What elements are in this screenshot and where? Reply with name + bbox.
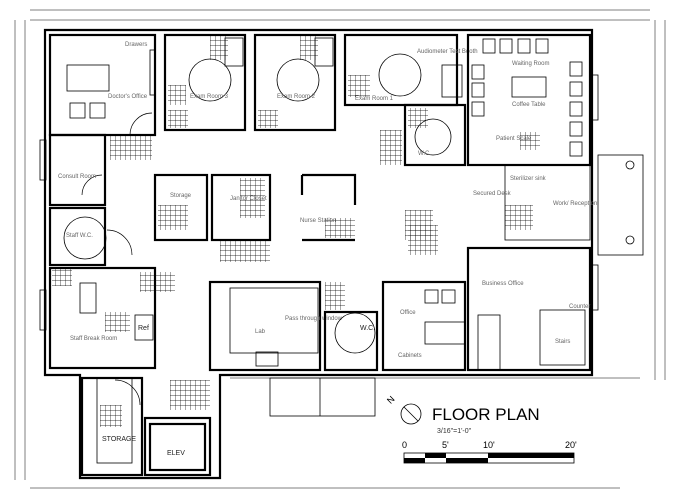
room-consult: Consult Room bbox=[48, 133, 152, 207]
scale-bar: 0 5' 10' 20' bbox=[402, 440, 577, 464]
label-counter: Counter bbox=[569, 304, 590, 310]
label-exam-room-1: Exam Room 1 bbox=[355, 96, 394, 102]
room-doctors-office: Doctor's Office Drawers bbox=[48, 33, 157, 137]
room-storage: STORAGE bbox=[80, 376, 144, 477]
north-label: N bbox=[385, 394, 397, 406]
label-audiometer: Audiometer Test Booth bbox=[417, 49, 478, 55]
dimension-lines bbox=[14, 9, 666, 489]
label-lab: Lab bbox=[255, 329, 266, 335]
room-wc-lower: W.C. bbox=[323, 282, 379, 372]
room-office: Office Cabinets bbox=[381, 280, 467, 372]
scale-tick-0: 0 bbox=[402, 440, 407, 450]
exterior-walls bbox=[39, 28, 599, 480]
room-staff-break: Ref Staff Break Room bbox=[48, 266, 175, 370]
room-exam-3: Exam Room 3 bbox=[163, 33, 247, 132]
label-pass-through: Pass through window bbox=[285, 316, 343, 322]
scale-tick-10: 10' bbox=[483, 440, 495, 450]
room-business-office: Business Office Stairs Counter bbox=[466, 246, 592, 372]
north-arrow: N bbox=[385, 394, 422, 425]
entrance-stoop bbox=[269, 154, 644, 417]
label-drawers: Drawers bbox=[125, 42, 147, 48]
room-storage-closet: Storage bbox=[153, 173, 209, 242]
label-ref: Ref bbox=[138, 325, 149, 332]
label-staff-break-room: Staff Break Room bbox=[70, 336, 117, 342]
label-stairs: Stairs bbox=[555, 339, 570, 345]
plan-title: FLOOR PLAN bbox=[432, 405, 540, 424]
label-office: Office bbox=[400, 310, 416, 316]
room-janitor: Janitor Closet bbox=[210, 173, 272, 262]
label-secured-desk: Secured Desk bbox=[473, 191, 512, 197]
room-staff-wc: Staff W.C. bbox=[48, 206, 133, 267]
label-business-office: Business Office bbox=[482, 281, 524, 287]
room-lab: Lab Pass through window bbox=[208, 280, 343, 372]
room-elevator: ELEV bbox=[143, 380, 212, 477]
scale-tick-5: 5' bbox=[442, 440, 449, 450]
scale-note: 3/16"=1'-0" bbox=[437, 428, 472, 435]
label-elev: ELEV bbox=[167, 450, 185, 457]
scale-tick-20: 20' bbox=[565, 440, 577, 450]
label-nurse-station: Nurse Station bbox=[300, 218, 336, 224]
room-nurse-station: Nurse Station bbox=[300, 173, 357, 242]
label-exam-room-2: Exam Room 2 bbox=[277, 94, 316, 100]
label-waiting-room: Waiting Room bbox=[512, 61, 549, 67]
label-storage: STORAGE bbox=[102, 436, 136, 443]
room-wc-upper: W.C. bbox=[403, 103, 467, 167]
label-cabinets: Cabinets bbox=[398, 353, 422, 359]
label-wc-upper: W.C. bbox=[418, 151, 431, 157]
room-waiting: Waiting Room Coffee Table Patient Scale bbox=[466, 33, 592, 167]
label-coffee-table: Coffee Table bbox=[512, 102, 546, 108]
label-work-reception: Work/ Reception bbox=[553, 201, 597, 207]
room-exam-2: Exam Room 2 bbox=[253, 33, 337, 132]
label-storage-closet: Storage bbox=[170, 193, 192, 199]
label-sterilizer: Sterilizer sink bbox=[510, 176, 547, 182]
label-doctors-office: Doctor's Office bbox=[108, 94, 148, 100]
label-janitor-closet: Janitor Closet bbox=[230, 196, 267, 202]
label-patient-scale: Patient Scale bbox=[496, 136, 532, 142]
label-consult-room: Consult Room bbox=[58, 174, 96, 180]
label-exam-room-3: Exam Room 3 bbox=[190, 94, 229, 100]
label-wc-lower: W.C. bbox=[360, 325, 375, 332]
room-exam-1: Exam Room 1 Audiometer Test Booth bbox=[343, 33, 478, 107]
label-staff-wc: Staff W.C. bbox=[66, 233, 93, 239]
